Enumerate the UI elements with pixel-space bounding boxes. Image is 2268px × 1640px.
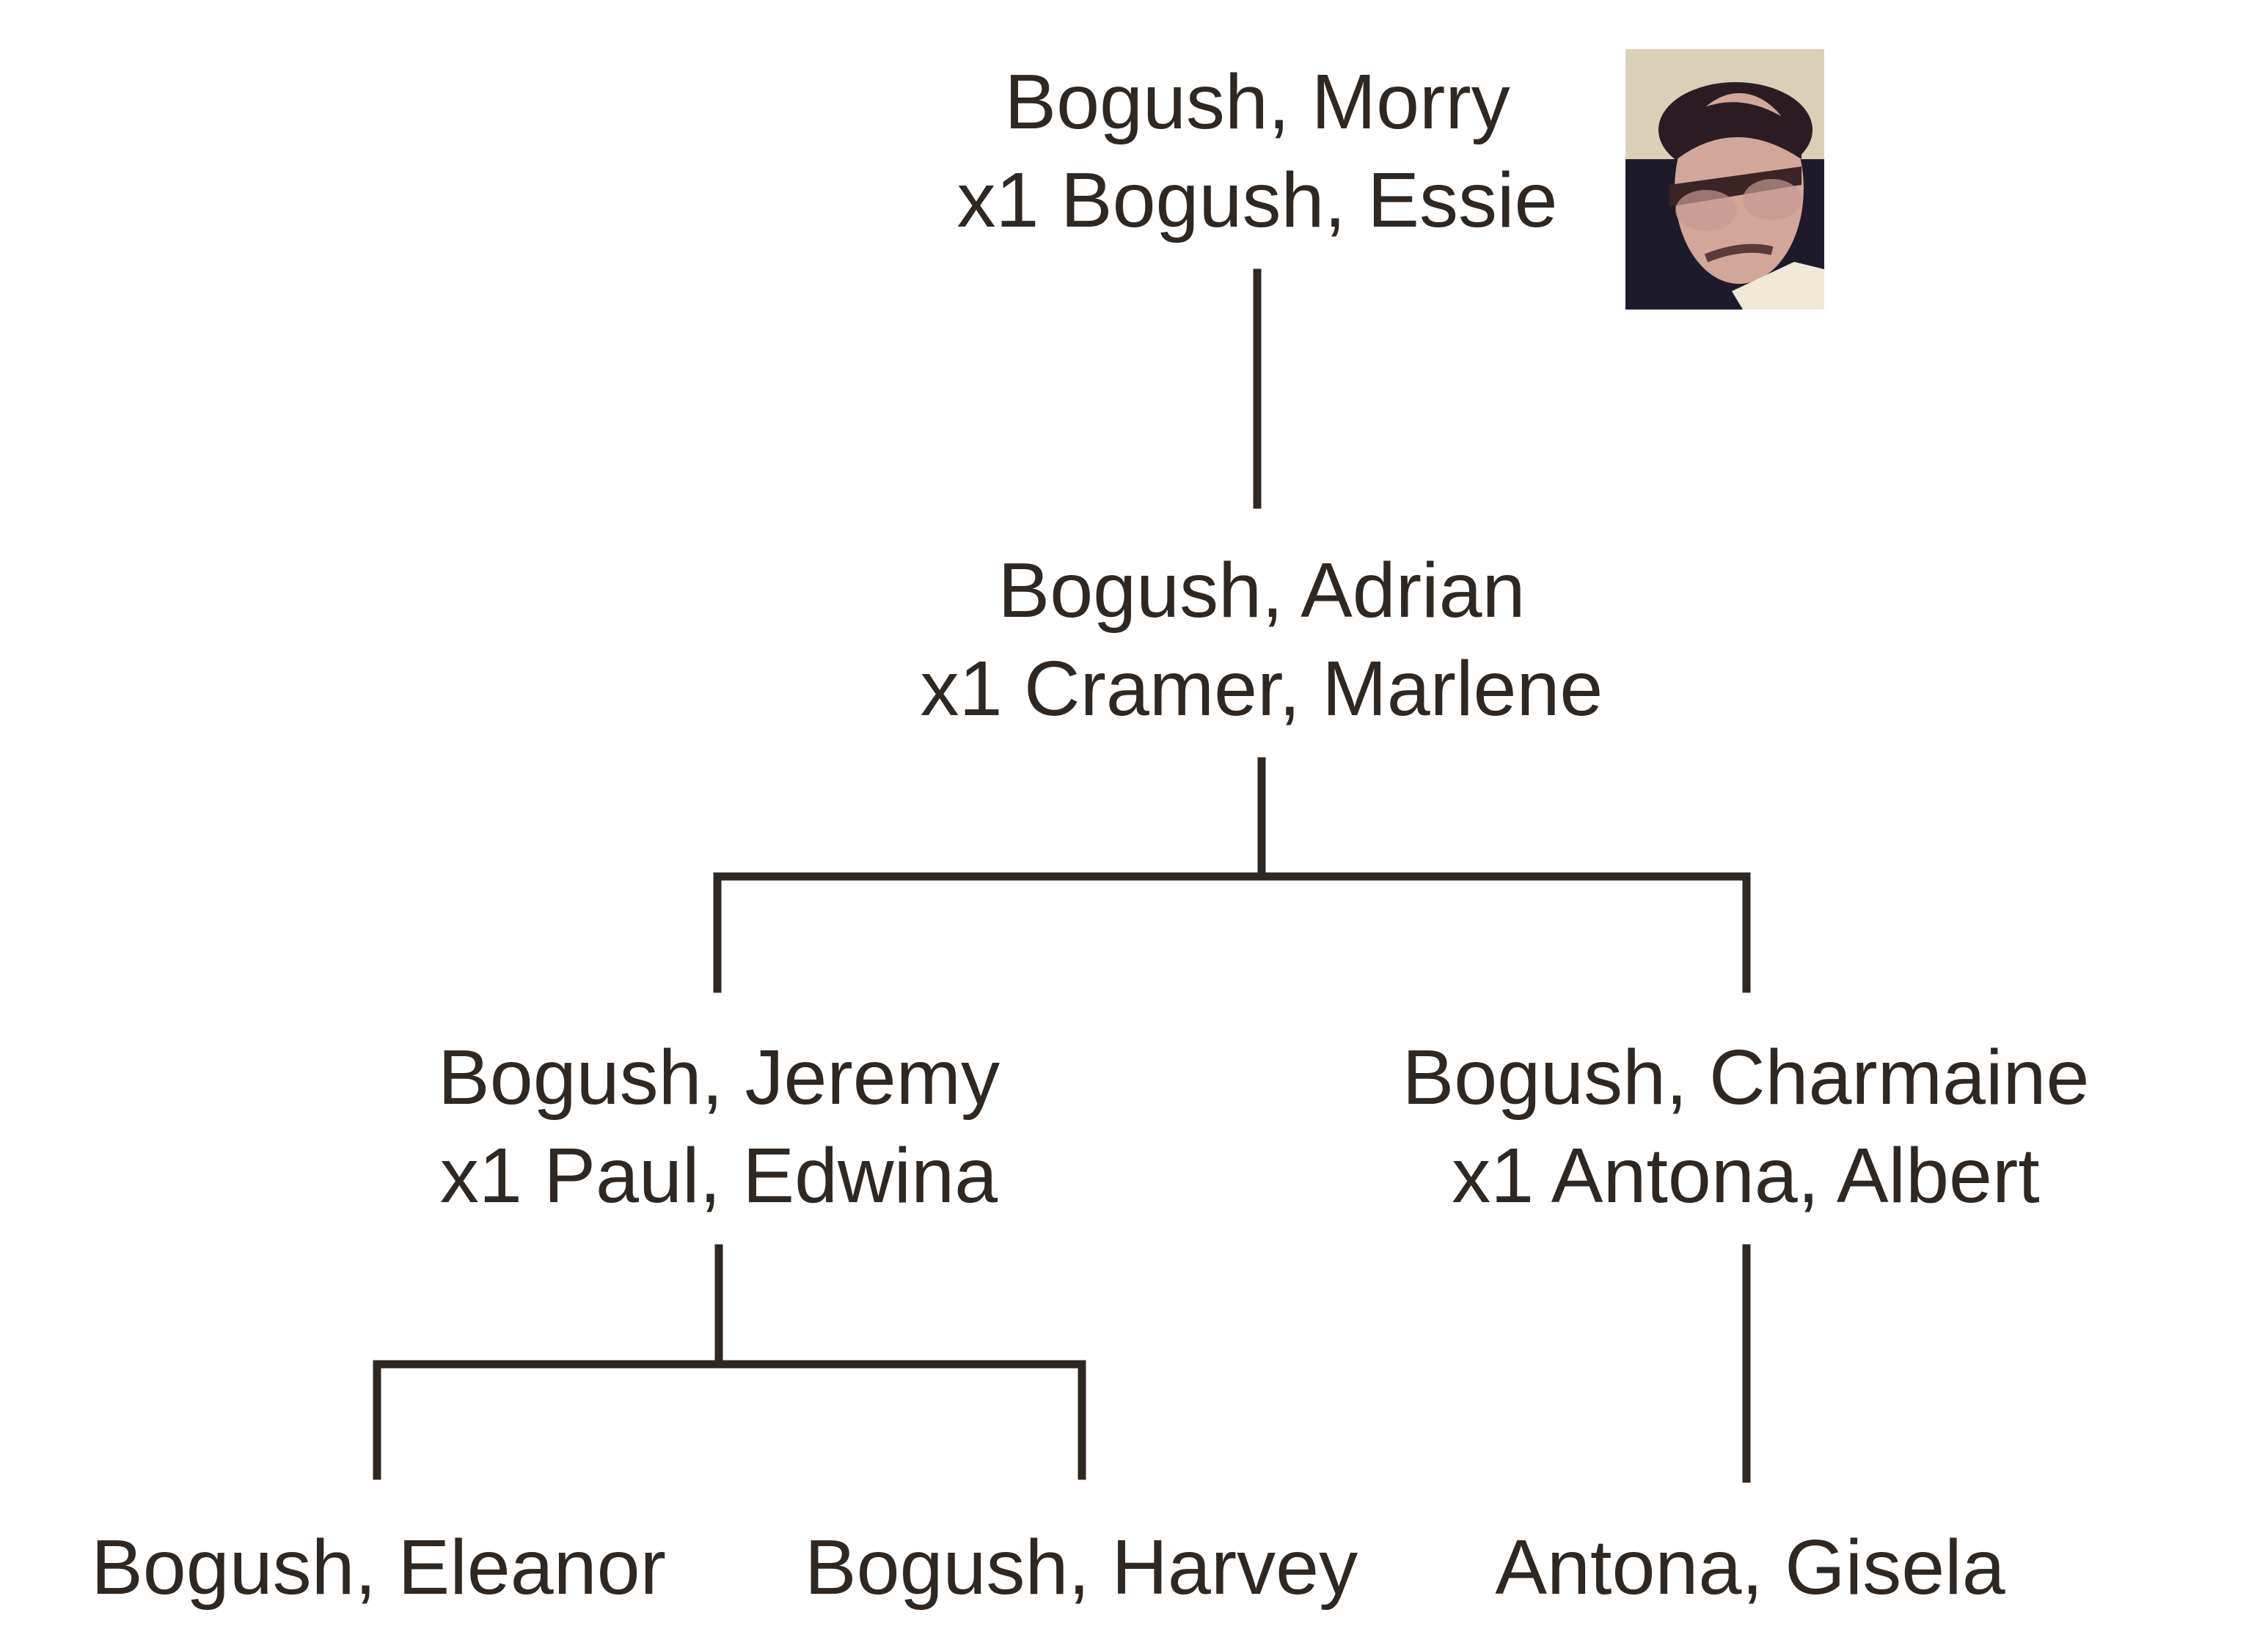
person-name: Bogush, Morry bbox=[1004, 59, 1510, 145]
person-node-jeremy: Bogush, Jeremy x1 Paul, Edwina bbox=[438, 1028, 1000, 1225]
person-node-eleanor: Bogush, Eleanor bbox=[91, 1518, 666, 1617]
person-name: Bogush, Jeremy bbox=[438, 1034, 1000, 1121]
portrait-photo bbox=[1625, 49, 1824, 310]
person-node-charmaine: Bogush, Charmaine x1 Antona, Albert bbox=[1402, 1028, 2090, 1225]
person-node-harvey: Bogush, Harvey bbox=[805, 1518, 1358, 1617]
spouse-name: x1 Paul, Edwina bbox=[439, 1132, 998, 1219]
spouse-name: x1 Cramer, Marlene bbox=[920, 645, 1603, 732]
person-name: Antona, Gisela bbox=[1495, 1524, 2005, 1611]
person-name: Bogush, Charmaine bbox=[1402, 1034, 2090, 1121]
person-node-gisela: Antona, Gisela bbox=[1495, 1518, 2005, 1617]
person-node-adrian: Bogush, Adrian x1 Cramer, Marlene bbox=[921, 541, 1603, 738]
person-name: Bogush, Adrian bbox=[998, 547, 1526, 634]
spouse-name: x1 Bogush, Essie bbox=[956, 157, 1558, 244]
person-name: Bogush, Harvey bbox=[804, 1524, 1358, 1611]
spouse-name: x1 Antona, Albert bbox=[1452, 1132, 2040, 1219]
person-name: Bogush, Eleanor bbox=[91, 1524, 666, 1611]
person-node-morry: Bogush, Morry x1 Bogush, Essie bbox=[956, 53, 1557, 249]
